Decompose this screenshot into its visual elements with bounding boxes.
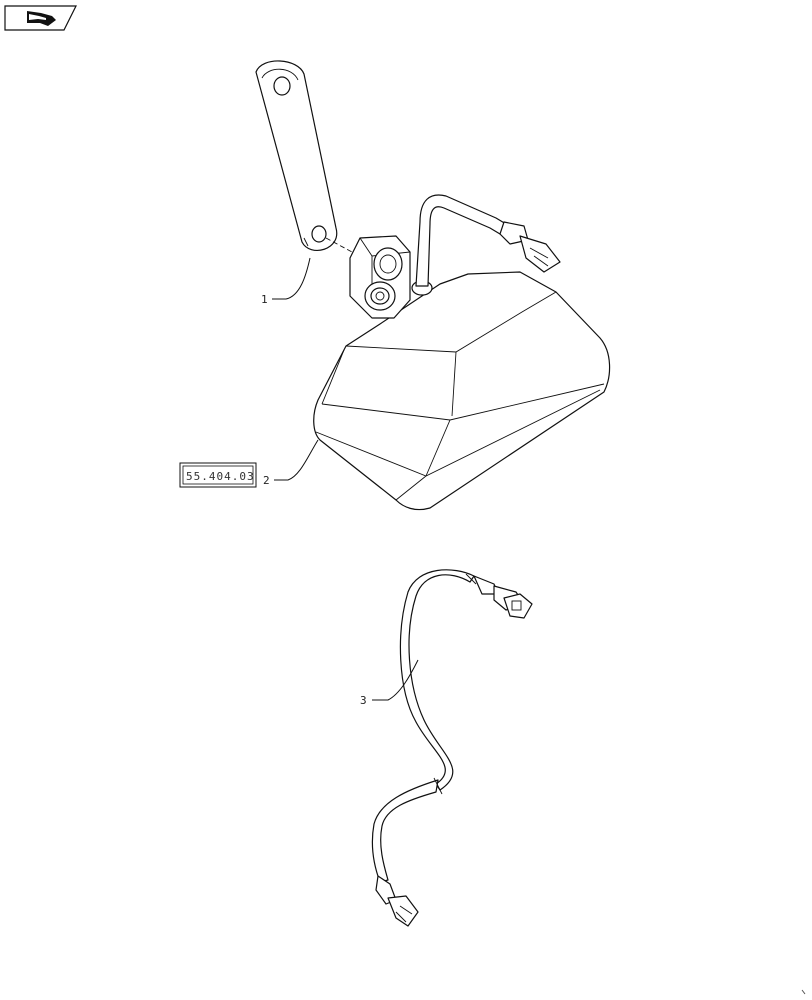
callout-2-number[interactable]: 2 bbox=[263, 474, 270, 487]
callout-1-leader bbox=[272, 257, 311, 300]
mounting-bracket bbox=[255, 60, 353, 253]
top-cable-connector bbox=[499, 221, 561, 273]
back-arrow-icon[interactable] bbox=[4, 5, 77, 31]
harness-top-connector bbox=[473, 575, 533, 619]
harness-bottom-connector bbox=[375, 875, 419, 927]
reference-box[interactable]: 55.404.03 bbox=[179, 462, 257, 488]
reference-box-label: 55.404.03 bbox=[186, 470, 255, 483]
callout-2-leader bbox=[274, 439, 319, 481]
callout-3-leader bbox=[372, 659, 419, 701]
wiring-harness bbox=[371, 569, 533, 927]
corner-mark bbox=[801, 989, 806, 995]
callout-1-number[interactable]: 1 bbox=[261, 293, 268, 306]
mirror-housing bbox=[313, 194, 611, 511]
callout-3-number[interactable]: 3 bbox=[360, 694, 367, 707]
